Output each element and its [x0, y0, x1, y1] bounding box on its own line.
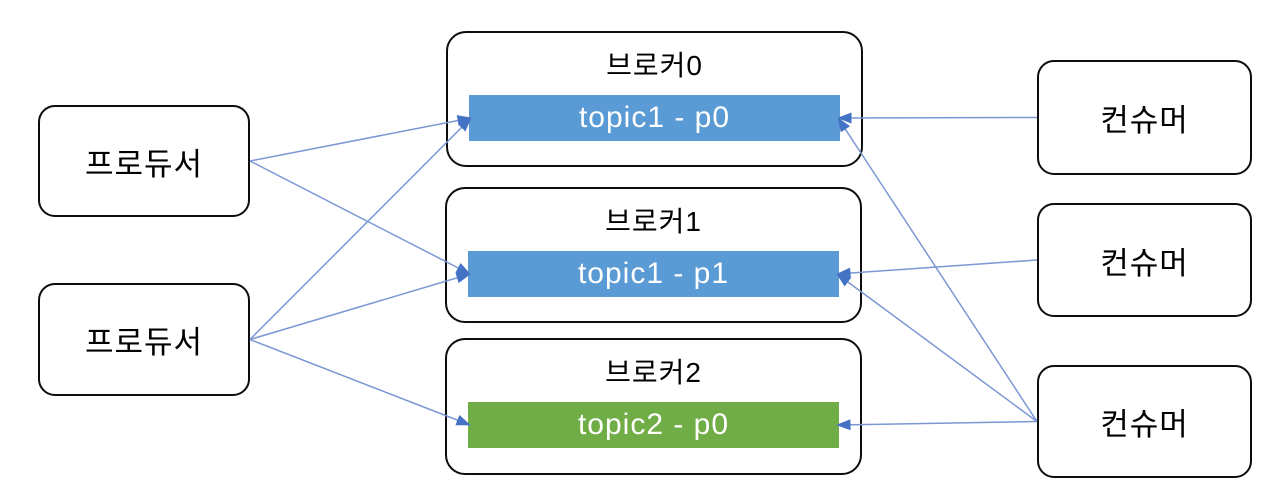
topic-partition-bar: topic1 - p1 — [468, 251, 839, 297]
broker-box-1: 브로커1 topic1 - p1 — [445, 187, 862, 323]
broker-box-0: 브로커0 topic1 - p0 — [446, 31, 863, 167]
broker-box-2: 브로커2 topic2 - p0 — [445, 338, 862, 475]
producer-box-2: 프로듀서 — [38, 283, 250, 396]
consumer-label: 컨슈머 — [1100, 245, 1189, 281]
consumer-box-3: 컨슈머 — [1037, 365, 1252, 478]
consumer-label: 컨슈머 — [1100, 103, 1189, 138]
producer-label: 프로듀서 — [84, 146, 204, 182]
producer-label: 프로듀서 — [84, 325, 204, 360]
consumer-label: 컨슈머 — [1100, 407, 1189, 442]
broker-title: 브로커1 — [605, 206, 702, 237]
consumer-box-1: 컨슈머 — [1037, 60, 1252, 175]
topic-partition-bar: topic1 - p0 — [469, 95, 840, 141]
topic-partition-bar: topic2 - p0 — [468, 402, 839, 448]
broker-title: 브로커0 — [606, 50, 703, 81]
consumer-box-2: 컨슈머 — [1037, 203, 1252, 317]
broker-title: 브로커2 — [605, 357, 702, 388]
producer-box-1: 프로듀서 — [38, 105, 250, 217]
